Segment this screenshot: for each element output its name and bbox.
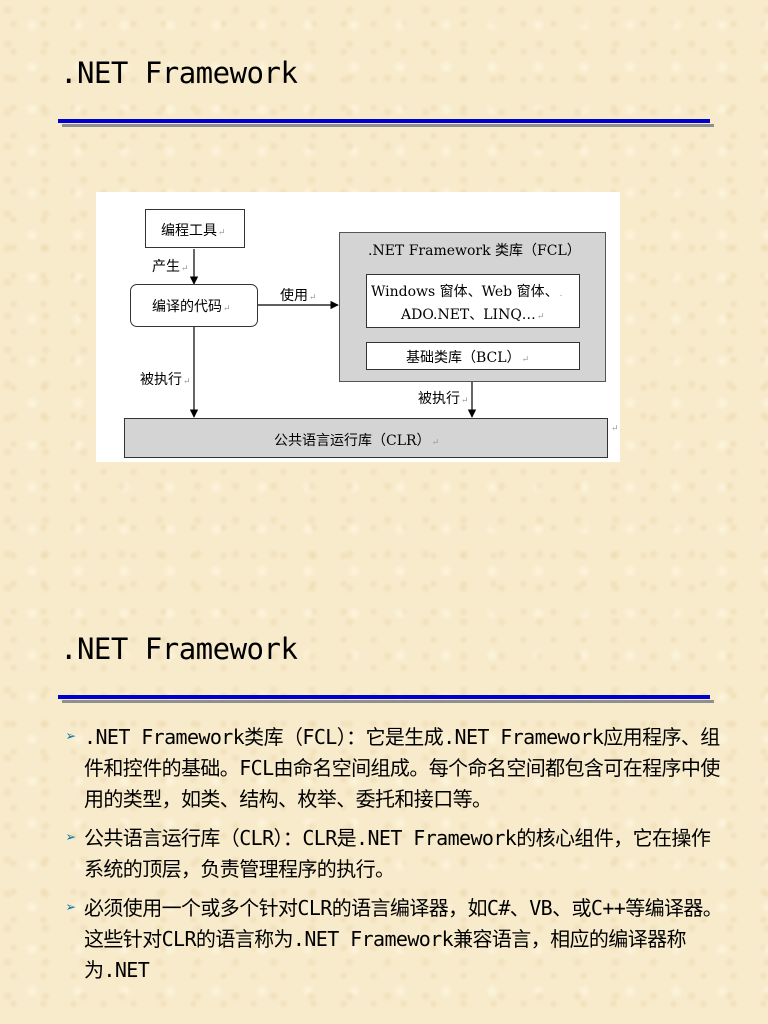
slide-2: .NET Framework [0, 576, 768, 1024]
framework-diagram: 编程工具↵ 产生↵ 编译的代码↵ 使用↵ .NET Framework 类库（F… [96, 192, 620, 462]
bullet-text: 必须使用一个或多个针对CLR的语言编译器，如C#、VB、或C++等编译器。这些针… [84, 896, 723, 982]
bullet-text: .NET Framework类库（FCL）：它是生成.NET Framework… [84, 725, 720, 811]
diagram-arrows [189, 249, 477, 418]
tools-label: 编程工具↵ [161, 223, 226, 239]
bullet-arrow-icon: ➢ [66, 828, 76, 848]
use-label: 使用↵ [280, 288, 317, 304]
clr-label: 公共语言运行库（CLR）↵ [274, 433, 440, 449]
compiled-code-label: 编译的代码↵ [152, 299, 231, 315]
bullet-arrow-icon: ➢ [66, 727, 76, 747]
bcl-box [366, 342, 580, 370]
bullet-list: ➢ .NET Framework类库（FCL）：它是生成.NET Framewo… [66, 722, 726, 994]
clr-return-mark: ↵ [611, 424, 619, 434]
executed-right-label: 被执行↵ [418, 391, 469, 407]
fcl-ui-libraries-line1: Windows 窗体、Web 窗体、. [371, 284, 563, 300]
bullet-text: 公共语言运行库（CLR）：CLR是.NET Framework的核心组件，它在操… [84, 826, 711, 881]
fcl-ui-libraries-line2: ADO.NET、LINQ…↵ [401, 307, 545, 323]
bullet-item-compilers: ➢ 必须使用一个或多个针对CLR的语言编译器，如C#、VB、或C++等编译器。这… [66, 893, 726, 986]
executed-left-label: 被执行↵ [140, 372, 191, 388]
fcl-ui-libraries-box [366, 274, 580, 328]
clr-box [124, 418, 608, 458]
bullet-arrow-icon: ➢ [66, 898, 76, 918]
slide-1: .NET Framework 编程工具↵ 产生↵ 编译的代码↵ 使用↵ .NET… [58, 56, 714, 462]
bullet-item-clr: ➢ 公共语言运行库（CLR）：CLR是.NET Framework的核心组件，它… [66, 823, 726, 885]
slide-title: .NET Framework [60, 56, 298, 90]
bcl-label: 基础类库（BCL）↵ [406, 350, 530, 366]
slide-title: .NET Framework [60, 632, 298, 666]
bullet-item-fcl: ➢ .NET Framework类库（FCL）：它是生成.NET Framewo… [66, 722, 726, 815]
tools-box [145, 209, 245, 248]
fcl-title: .NET Framework 类库（FCL） [368, 243, 581, 259]
produce-label: 产生↵ [152, 259, 189, 275]
compiled-code-box [130, 284, 258, 327]
